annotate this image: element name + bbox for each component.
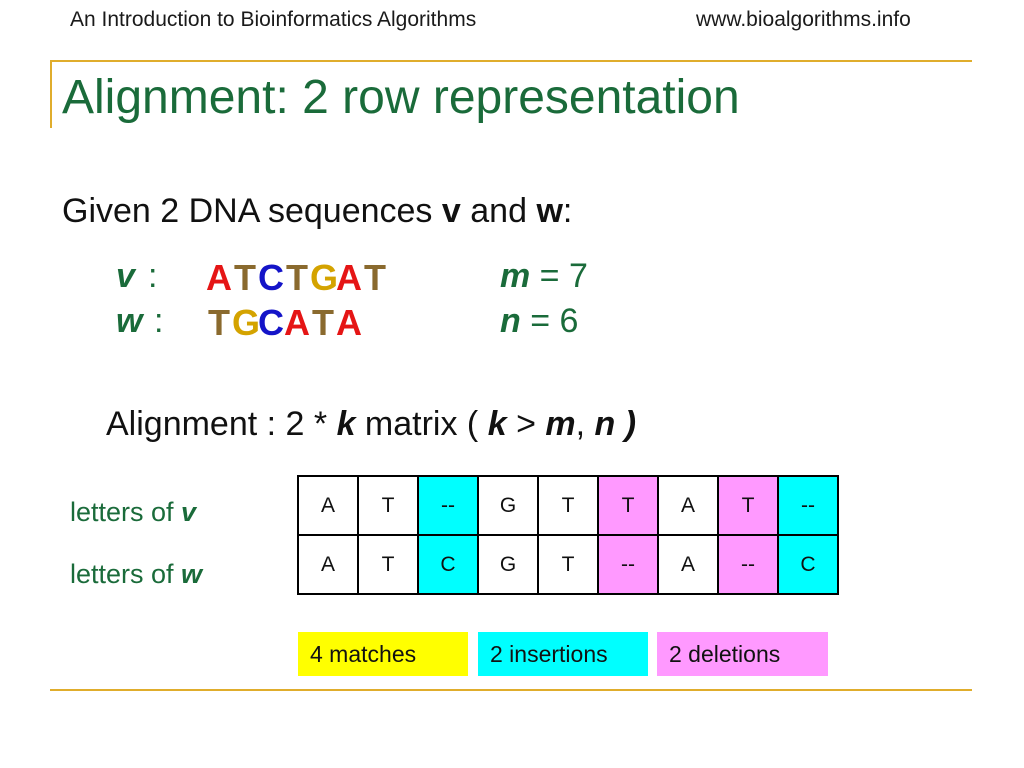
- sequence-v-base: C: [258, 257, 284, 298]
- row-label-w-var: w: [181, 559, 203, 589]
- alignment-v-cell: G: [477, 475, 539, 536]
- alignment-w-cell: --: [717, 534, 779, 595]
- sequence-w-base: C: [258, 302, 284, 343]
- given-prefix: Given 2 DNA sequences: [62, 192, 442, 230]
- alignment-w-cell: G: [477, 534, 539, 595]
- align-def-k: k: [336, 405, 356, 443]
- sequence-v-bases: ATCTGAT: [206, 257, 388, 299]
- align-def-n: n ): [594, 405, 637, 443]
- alignment-v-cell: A: [657, 475, 719, 536]
- legend-deletions: 2 deletions: [657, 632, 828, 676]
- header-website: www.bioalgorithms.info: [696, 8, 911, 31]
- sequence-v-colon: :: [148, 257, 158, 295]
- sequence-w-colon: :: [154, 302, 164, 340]
- sequence-v-base: G: [310, 257, 339, 298]
- given-v: v: [441, 192, 461, 230]
- align-def-comma: ,: [575, 405, 595, 443]
- length-m: m = 7: [500, 257, 588, 296]
- alignment-w-cell: A: [657, 534, 719, 595]
- sequence-w-base: T: [312, 302, 334, 343]
- given-suffix: :: [562, 192, 573, 230]
- sequence-w-label: w: [116, 302, 143, 340]
- sequence-v-base: T: [364, 257, 386, 298]
- row-label-v-prefix: letters of: [70, 497, 182, 527]
- row-label-w: letters of w: [70, 559, 202, 590]
- alignment-w-cell: A: [297, 534, 359, 595]
- title-accent-bar: [50, 60, 52, 128]
- legend-insertions: 2 insertions: [478, 632, 648, 676]
- align-def-m: m: [545, 405, 576, 443]
- alignment-v-cell: T: [597, 475, 659, 536]
- sequence-w-base: G: [232, 302, 261, 343]
- row-label-v-var: v: [181, 497, 197, 527]
- align-def-mid: matrix (: [355, 405, 488, 443]
- alignment-w-cell: C: [417, 534, 479, 595]
- sequence-w-base: A: [284, 302, 310, 343]
- bottom-divider: [50, 689, 972, 691]
- sequence-v-base: A: [206, 257, 232, 298]
- alignment-w-cell: T: [537, 534, 599, 595]
- length-m-value: = 7: [530, 257, 588, 295]
- length-n: n = 6: [500, 302, 578, 341]
- alignment-v-cell: T: [717, 475, 779, 536]
- legend-matches: 4 matches: [298, 632, 468, 676]
- alignment-w-cell: T: [357, 534, 419, 595]
- given-w: w: [536, 192, 563, 230]
- given-statement: Given 2 DNA sequences v and w:: [62, 192, 572, 231]
- alignment-v-cell: --: [417, 475, 479, 536]
- align-def-gt: >: [506, 405, 546, 443]
- sequence-w-bases: TGCATA: [206, 302, 362, 344]
- sequence-v-base: T: [234, 257, 256, 298]
- sequence-v-row: v : ATCTGAT: [116, 257, 386, 298]
- top-divider: [50, 60, 972, 62]
- row-label-w-prefix: letters of: [70, 559, 182, 589]
- row-label-v: letters of v: [70, 497, 196, 528]
- sequence-v-base: T: [286, 257, 308, 298]
- alignment-w-cell: C: [777, 534, 839, 595]
- alignment-v-cell: A: [297, 475, 359, 536]
- given-and: and: [460, 192, 537, 230]
- align-def-prefix: Alignment : 2 *: [106, 405, 337, 443]
- length-n-var: n: [500, 302, 521, 340]
- alignment-v-cell: --: [777, 475, 839, 536]
- sequence-w-base: T: [208, 302, 230, 343]
- length-m-var: m: [500, 257, 531, 295]
- sequence-w-base: A: [336, 302, 362, 343]
- slide-title: Alignment: 2 row representation: [62, 71, 740, 124]
- alignment-w-cell: --: [597, 534, 659, 595]
- header-course-title: An Introduction to Bioinformatics Algori…: [70, 8, 477, 31]
- alignment-v-cell: T: [357, 475, 419, 536]
- sequence-v-base: A: [336, 257, 362, 298]
- sequence-w-row: w : TGCATA: [116, 302, 362, 343]
- alignment-definition: Alignment : 2 * k matrix ( k > m, n ): [106, 405, 636, 444]
- alignment-v-cell: T: [537, 475, 599, 536]
- align-def-k2: k: [487, 405, 507, 443]
- length-n-value: = 6: [520, 302, 579, 340]
- sequence-v-label: v: [116, 257, 135, 295]
